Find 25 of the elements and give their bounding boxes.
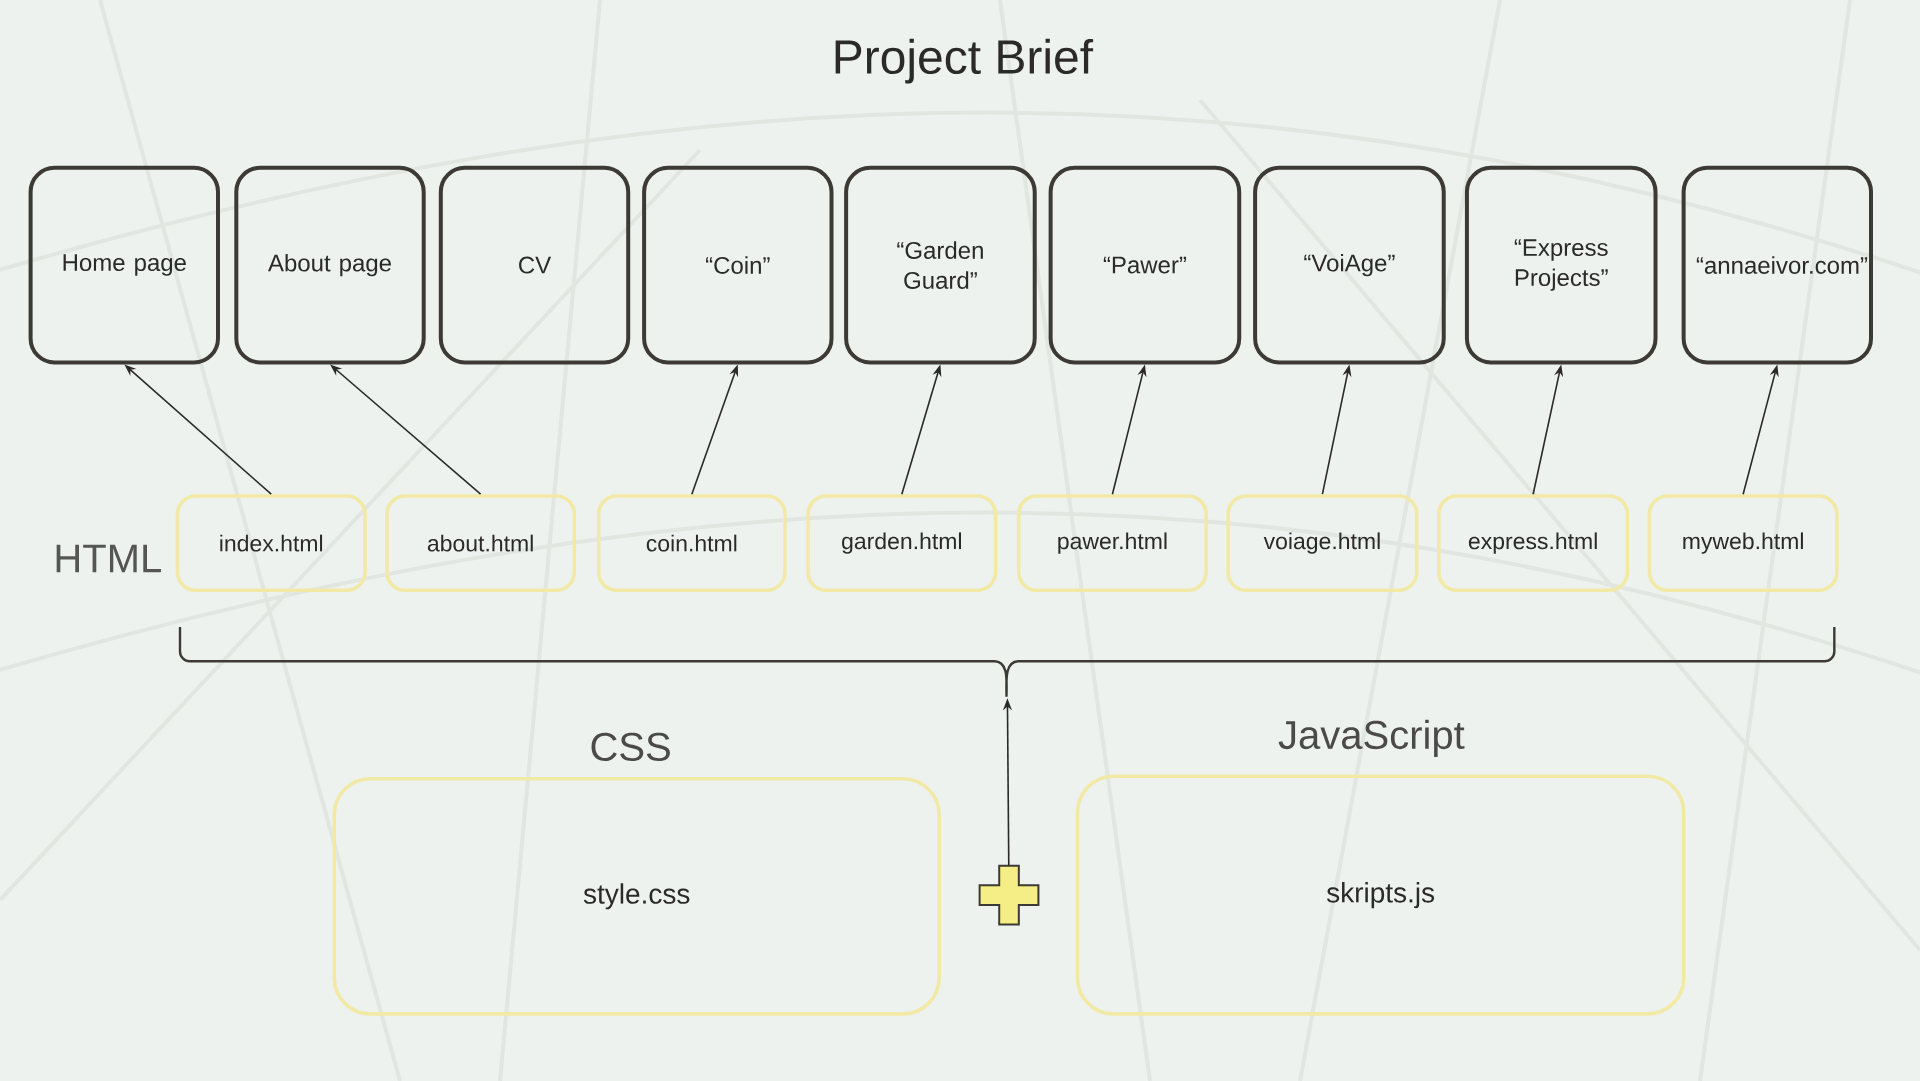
side-label: HTML: [56, 544, 161, 573]
page-box: “Pawer”: [1048, 165, 1242, 365]
page-box: “Coin”: [642, 165, 834, 365]
box-heading: JavaScript: [1278, 719, 1465, 758]
page-box: Home page: [28, 165, 220, 365]
file-box: myweb.html: [1647, 494, 1839, 592]
file-box: pawer.html: [1016, 494, 1208, 592]
file-box: coin.html: [596, 494, 787, 592]
plus-sign: [978, 864, 1040, 926]
page-box: “annaeivor.com”: [1681, 165, 1874, 365]
page-box: CV: [438, 165, 631, 365]
file-box: garden.html: [806, 494, 998, 592]
title: Project Brief: [835, 38, 1094, 84]
file-box: index.html: [175, 494, 367, 592]
file-box: style.css: [332, 776, 941, 1016]
file-box: express.html: [1437, 494, 1630, 592]
curly-brace: [178, 626, 1836, 698]
page-box: “Garden Guard”: [844, 165, 1037, 365]
file-box: skripts.js: [1075, 774, 1686, 1016]
page-box: “VoiAge”: [1253, 165, 1446, 365]
file-box: about.html: [385, 494, 577, 592]
file-box: voiage.html: [1226, 494, 1419, 592]
box-heading: CSS: [591, 732, 670, 762]
page-box: “Express Projects”: [1464, 165, 1658, 365]
page-box: About page: [234, 165, 426, 365]
